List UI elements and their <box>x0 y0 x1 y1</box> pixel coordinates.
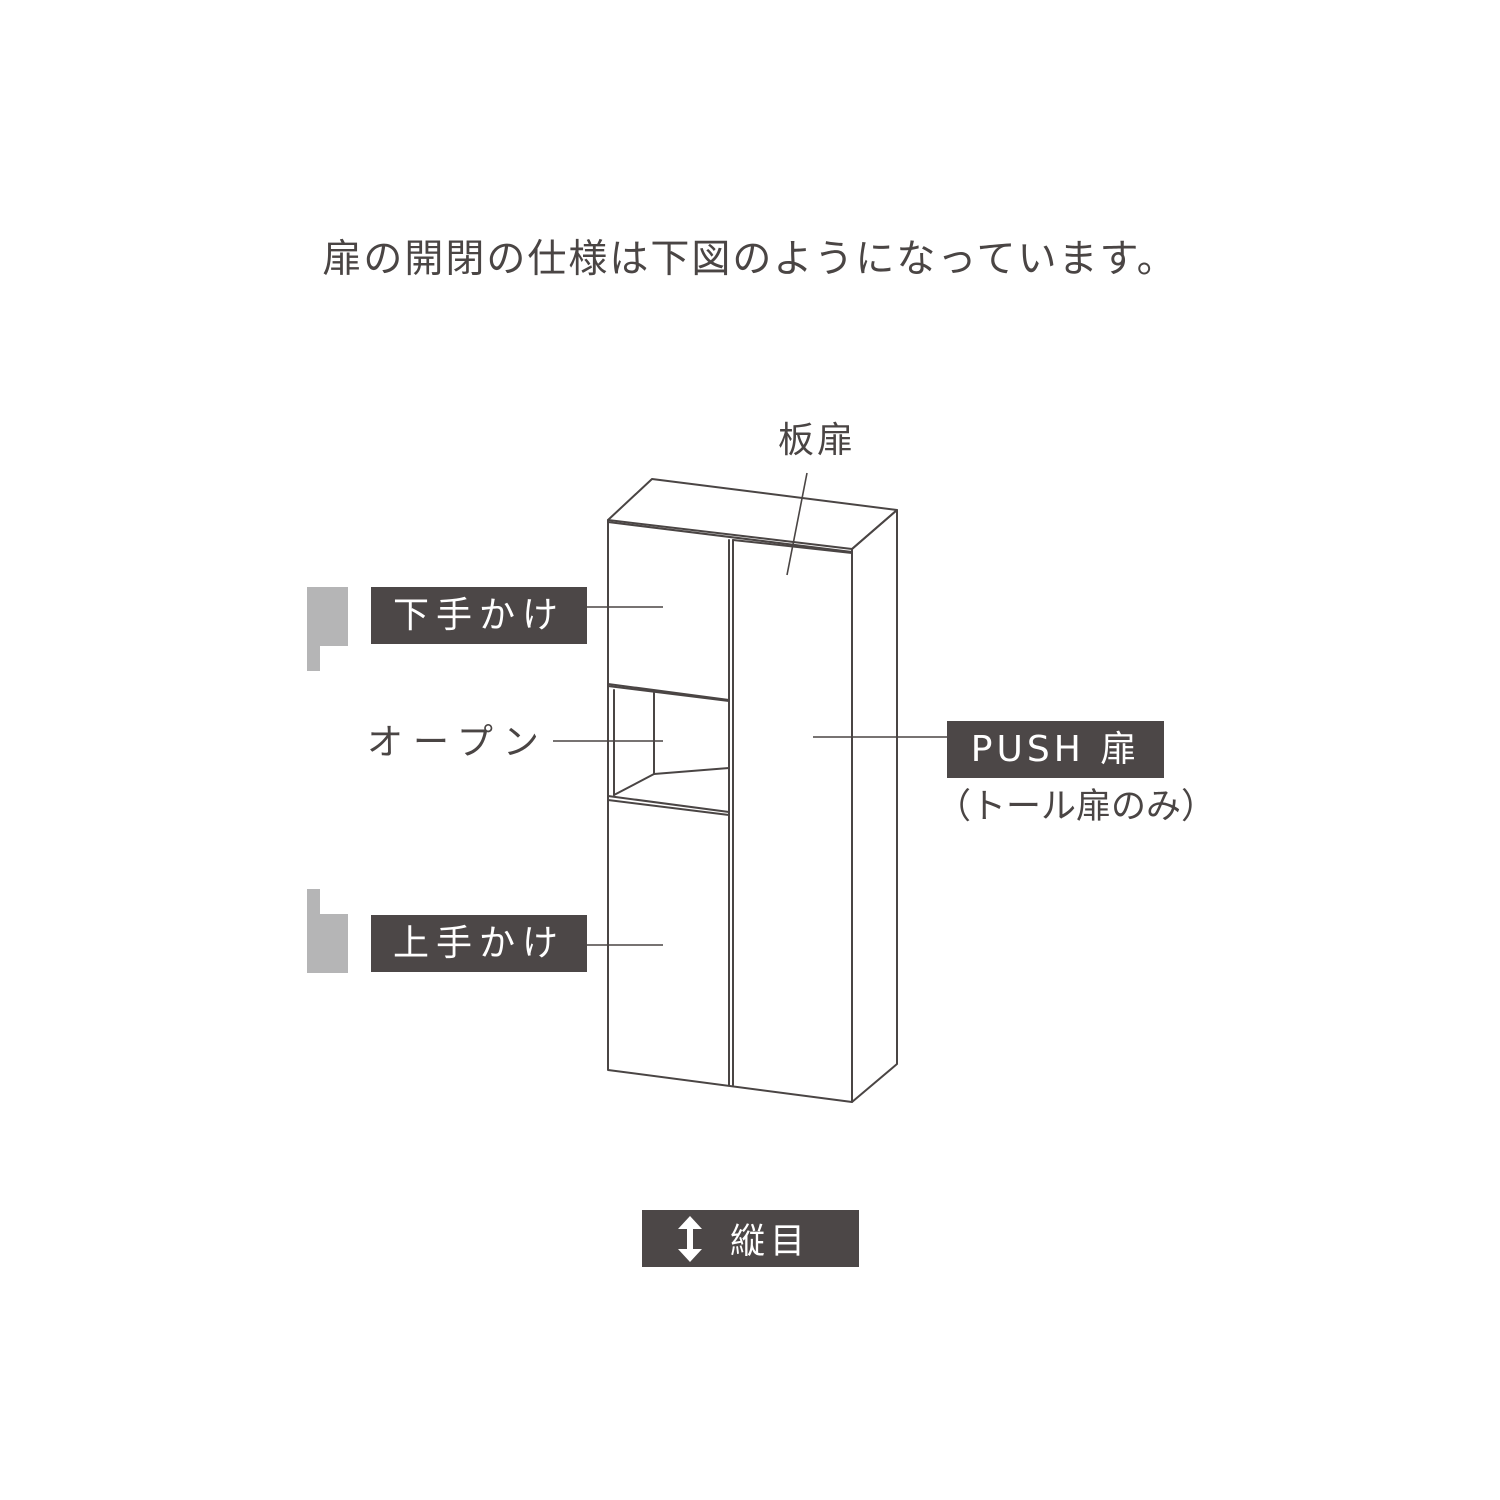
niche-floor-left <box>613 773 655 796</box>
cabinet-top <box>607 478 898 550</box>
niche-floor-back <box>653 767 730 775</box>
label-push-note: （トール扉のみ） <box>936 787 1217 827</box>
label-open: オープン <box>367 722 549 763</box>
lower-door-top-edge <box>607 799 730 816</box>
tag-lower-grip: 下手かけ <box>371 587 587 644</box>
leader-panel-door <box>786 472 808 576</box>
cabinet-side <box>851 509 898 1103</box>
lower-grip-profile-icon <box>307 587 348 671</box>
cabinet-outline <box>607 478 898 1103</box>
label-panel-door: 板扉 <box>778 420 857 461</box>
niche-top <box>607 685 730 702</box>
grip-profile-icons <box>307 587 348 973</box>
upper-door-bottom-edge <box>607 683 730 701</box>
page-title: 扉の開閉の仕様は下図のようになっています。 <box>322 237 1178 282</box>
tag-push-door-label: PUSH 扉 <box>970 728 1141 770</box>
niche-bottom <box>607 795 730 813</box>
tag-upper-grip-label: 上手かけ <box>392 922 565 964</box>
upper-grip-profile-icon <box>307 889 348 973</box>
tag-upper-grip: 上手かけ <box>371 915 587 972</box>
tag-push-door: PUSH 扉 <box>947 721 1164 778</box>
leader-lines <box>553 472 947 946</box>
tag-lower-grip-label: 下手かけ <box>392 594 565 636</box>
vertical-double-arrow-icon <box>678 1215 702 1262</box>
grain-direction-label: 縦目 <box>730 1222 811 1262</box>
grain-direction-tag: 縦目 <box>642 1210 859 1267</box>
cabinet-front-top-edge <box>607 521 853 553</box>
